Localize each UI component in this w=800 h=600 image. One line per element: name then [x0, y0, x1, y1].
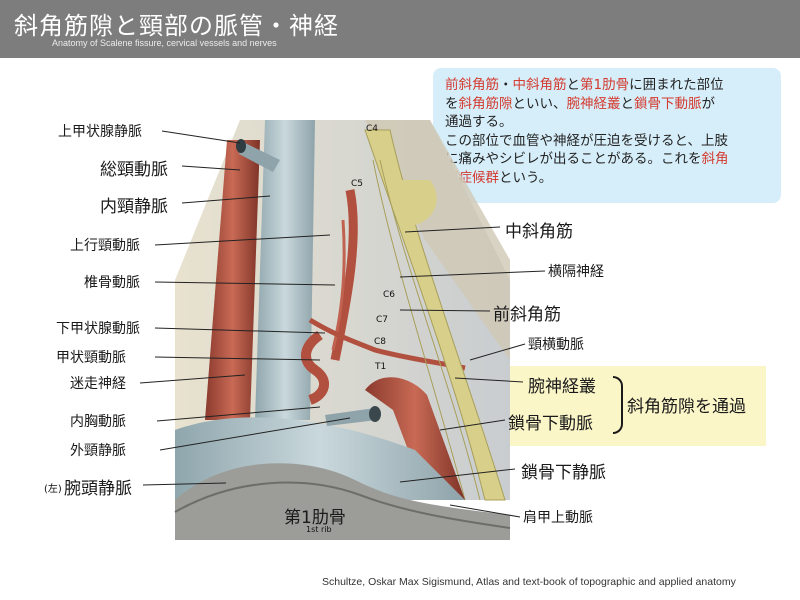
- highlighted-term: 中斜角筋: [512, 77, 567, 93]
- label-first-rib-en: 1st rib: [306, 525, 332, 534]
- highlighted-term: 斜角: [701, 151, 729, 167]
- label-anterior-scalene: 前斜角筋: [493, 305, 561, 325]
- info-segment: この部位で血管や神経が圧迫を受けると、上肢: [445, 132, 728, 149]
- label-c4: C4: [366, 124, 379, 134]
- label-brachial-plexus: 腕神経叢: [528, 377, 596, 397]
- label-phrenic: 横隔神経: [548, 264, 604, 280]
- label-middle-scalene: 中斜角筋: [505, 222, 573, 242]
- label-vagus: 迷走神経: [70, 376, 126, 392]
- info-segment: という。: [499, 169, 553, 186]
- label-transverse-cervical: 頸横動脈: [528, 337, 584, 353]
- label-t1: T1: [375, 362, 387, 372]
- page-title: 斜角筋隙と頸部の脈管・神経: [14, 12, 339, 40]
- neck-anatomy-illustration: [174, 120, 511, 540]
- info-segment: を: [445, 95, 459, 112]
- label-c6: C6: [383, 290, 396, 300]
- label-first-rib: 第1肋骨: [284, 508, 346, 528]
- info-segment: が: [701, 95, 716, 112]
- label-internal-thoracic: 内胸動脈: [70, 414, 126, 430]
- highlighted-term: 前斜角筋: [445, 77, 499, 93]
- label-internal-jugular: 内頸静脈: [100, 197, 168, 217]
- external-jugular-shape: [325, 408, 377, 426]
- label-common-carotid: 総頸動脈: [100, 160, 168, 180]
- internal-jugular-shape: [255, 120, 315, 420]
- info-segment: と: [620, 95, 635, 112]
- label-brachiocephalic: 腕頭静脈: [64, 479, 132, 499]
- info-line: 前斜角筋・中斜角筋と第1肋骨に囲まれた部位: [445, 76, 775, 95]
- middle-scalene-shape: [395, 180, 437, 225]
- label-c8: C8: [374, 337, 387, 347]
- info-segment: 通過する。: [445, 114, 513, 130]
- label-vertebral-artery: 椎骨動脈: [84, 275, 140, 291]
- label-left-prefix: (左): [44, 484, 62, 495]
- page-subtitle: Anatomy of Scalene fissure, cervical ves…: [52, 38, 277, 48]
- passage-highlight-box: [500, 366, 766, 446]
- label-thyrocervical: 甲状頸動脈: [56, 350, 126, 366]
- highlighted-term: 第1肋骨: [580, 77, 630, 93]
- label-superior-thyroid-vein: 上甲状腺静脈: [58, 124, 142, 140]
- info-line: 通過する。: [445, 113, 775, 132]
- label-c7: C7: [376, 315, 389, 325]
- info-line: に痛みやシビレが出ることがある。これを斜角: [445, 150, 775, 169]
- first-rib-shape: [175, 463, 510, 540]
- label-inferior-thyroid: 下甲状腺動脈: [56, 321, 140, 337]
- label-c5: C5: [351, 179, 364, 189]
- label-subclavian-vein: 鎖骨下静脈: [521, 463, 606, 483]
- source-credit: Schultze, Oskar Max Sigismund, Atlas and…: [322, 576, 736, 588]
- superior-thyroid-vein-shape: [239, 142, 280, 172]
- info-segment: といい、: [512, 95, 567, 112]
- common-carotid-shape: [205, 140, 260, 420]
- label-external-jugular: 外頸静脈: [70, 443, 126, 459]
- label-subclavian-artery: 鎖骨下動脈: [508, 414, 593, 434]
- inferior-thyroid-shape: [301, 330, 329, 405]
- info-segment: と: [566, 77, 581, 93]
- brachial-plexus-shape: [364, 129, 506, 501]
- info-segment: ・: [499, 77, 513, 93]
- info-segment: に痛みやシビレが出ることがある。これを: [445, 151, 702, 167]
- header-bar: 斜角筋隙と頸部の脈管・神経 Anatomy of Scalene fissure…: [0, 0, 800, 58]
- highlighted-term: 腕神経叢: [566, 95, 621, 112]
- subclavian-artery-shape: [365, 377, 465, 500]
- info-segment: に囲まれた部位: [629, 77, 724, 93]
- ascending-cervical-shape: [331, 219, 346, 351]
- label-scalene-passage: 斜角筋隙を通過: [627, 397, 746, 417]
- info-line: を斜角筋隙といい、腕神経叢と鎖骨下動脈が: [445, 95, 775, 114]
- highlighted-term: 鎖骨下動脈: [634, 95, 702, 112]
- label-ascending-cervical: 上行頸動脈: [70, 238, 140, 254]
- info-line: この部位で血管や神経が圧迫を受けると、上肢: [445, 132, 775, 151]
- label-suprascapular: 肩甲上動脈: [523, 510, 593, 526]
- highlighted-term: 斜角筋隙: [458, 95, 513, 112]
- vertebral-artery-shape: [330, 189, 358, 361]
